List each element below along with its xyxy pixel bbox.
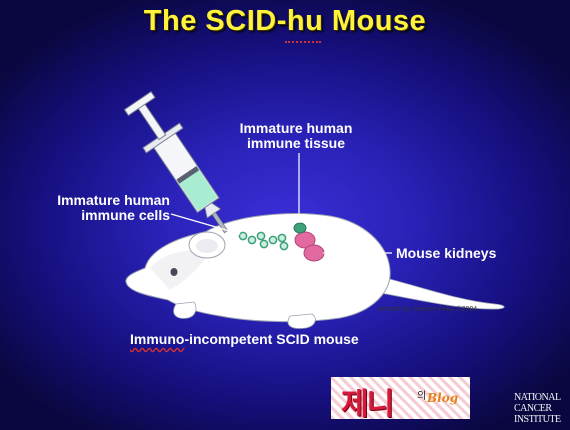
label-rest: -incompetent SCID mouse [184, 331, 359, 347]
title-text: The SCID-hu Mouse [143, 5, 427, 37]
human-tissue-implant [293, 222, 307, 234]
immune-cell [279, 241, 289, 251]
label-line: immune cells [81, 207, 170, 223]
kidney-lower [303, 244, 325, 262]
syringe-fluid [178, 168, 218, 212]
label-line: Immature human [57, 192, 170, 208]
immune-cell [247, 235, 257, 245]
spellcheck-underline [285, 37, 321, 43]
mouse-eye [170, 268, 178, 276]
label-line: Immature human [239, 120, 353, 136]
kidney-upper [294, 231, 316, 249]
artwork-credit: Artwork by Jeanne Kelly. ©2004. [378, 306, 480, 313]
immune-cell [277, 233, 287, 243]
immune-cell [259, 239, 269, 249]
cells-leader [170, 213, 241, 235]
nci-line: CANCER [514, 403, 552, 414]
watermark-pattern [331, 377, 470, 419]
mouse-tail [369, 273, 505, 310]
syringe [123, 91, 229, 234]
mouse-head-shade [150, 249, 210, 290]
immune-cells [238, 231, 289, 251]
syringe-plunger-seal [176, 166, 200, 184]
immune-cell [238, 231, 248, 241]
mouse-back-foot [287, 313, 316, 329]
watermark-hangul: 제니 [341, 387, 394, 419]
mouse-ear-inner [196, 239, 218, 253]
nci-logo: NATIONAL CANCER INSTITUTE [514, 392, 570, 425]
mouse-front-foot [173, 301, 197, 319]
syringe-plunger-head [123, 91, 156, 117]
label-immune-cells: Immature human immune cells [30, 193, 170, 223]
watermark-blog-word: Blog [427, 391, 459, 405]
label-line: immune tissue [246, 135, 346, 151]
label-immune-tissue: Immature human immune tissue [226, 121, 366, 151]
blog-watermark: 제니 의 Blog [331, 377, 470, 419]
immune-cell [268, 235, 278, 245]
label-mouse-kidneys: Mouse kidneys [396, 245, 497, 261]
label-spellcheck-word: Immuno [130, 331, 185, 347]
nci-line: NATIONAL [514, 392, 561, 403]
nci-line: INSTITUTE [514, 414, 561, 425]
leader-lines [170, 153, 392, 254]
label-scid-mouse: Immuno-incompetent SCID mouse [130, 332, 359, 347]
syringe-plunger-rod [137, 102, 167, 141]
immune-cell [256, 231, 266, 241]
watermark-particle: 의 [417, 391, 427, 402]
slide-title: The SCID-hu Mouse [0, 5, 570, 38]
